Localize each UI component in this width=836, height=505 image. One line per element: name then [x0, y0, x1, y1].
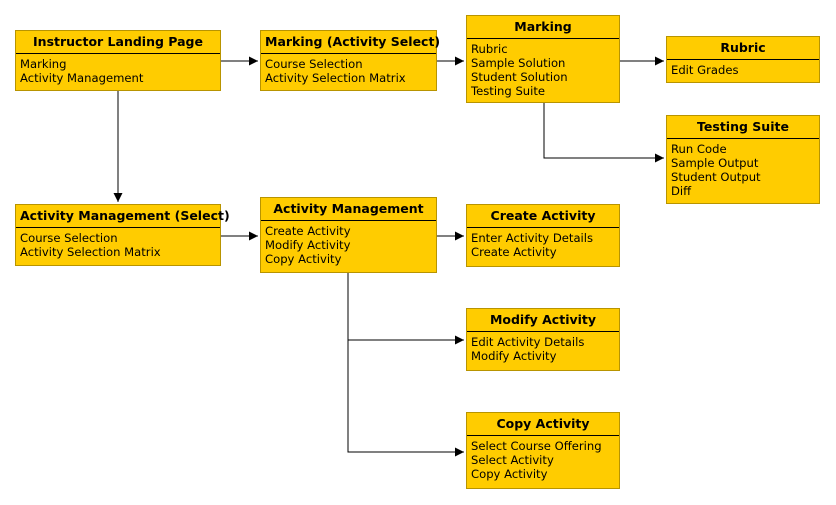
node-item: Activity Management [20, 71, 144, 85]
node-item: Enter Activity Details [471, 231, 594, 245]
node-item: Select Activity [471, 453, 554, 467]
node-title: Instructor Landing Page [16, 31, 220, 54]
node-create-activity: Create Activity Enter Activity Details C… [466, 204, 620, 267]
node-item: Course Selection [265, 57, 363, 71]
node-item: Create Activity [265, 224, 351, 238]
node-marking-activity-select: Marking (Activity Select) Course Selecti… [260, 30, 440, 91]
node-item: Testing Suite [471, 84, 546, 98]
node-item: Student Output [671, 170, 761, 184]
node-marking: Marking Rubric Sample Solution Student S… [466, 15, 620, 103]
node-title: Create Activity [467, 205, 619, 228]
node-title: Modify Activity [467, 309, 619, 332]
node-item: Sample Output [671, 156, 759, 170]
node-item: Sample Solution [471, 56, 566, 70]
node-title: Marking [467, 16, 619, 39]
edge-activity-mgmt-to-modify [347, 273, 464, 345]
node-title: Rubric [667, 37, 819, 60]
node-activity-management: Activity Management Create Activity Modi… [260, 197, 437, 273]
node-title: Activity Management (Select) [16, 205, 230, 228]
node-item: Copy Activity [471, 467, 548, 481]
node-modify-activity: Modify Activity Edit Activity Details Mo… [466, 308, 620, 371]
node-title: Copy Activity [467, 413, 619, 436]
node-item: Copy Activity [265, 252, 342, 266]
node-item: Activity Selection Matrix [265, 71, 406, 85]
node-item: Rubric [471, 42, 508, 56]
node-activity-management-select: Activity Management (Select) Course Sele… [15, 204, 230, 266]
node-rubric: Rubric Edit Grades [666, 36, 820, 83]
node-item: Modify Activity [265, 238, 351, 252]
edge-marking-to-testing-suite [543, 103, 664, 163]
node-item: Edit Grades [671, 63, 739, 77]
node-item: Student Solution [471, 70, 568, 84]
node-item: Edit Activity Details [471, 335, 585, 349]
edge-activity-mgmt-to-copy [347, 340, 464, 457]
node-title: Marking (Activity Select) [261, 31, 440, 54]
node-item: Diff [671, 184, 692, 198]
node-item: Marking [20, 57, 67, 71]
node-item: Activity Selection Matrix [20, 245, 161, 259]
node-item: Run Code [671, 142, 727, 156]
node-item: Create Activity [471, 245, 557, 259]
node-title: Testing Suite [667, 116, 819, 139]
node-item: Select Course Offering [471, 439, 602, 453]
node-title: Activity Management [261, 198, 436, 221]
node-item: Course Selection [20, 231, 118, 245]
node-testing-suite: Testing Suite Run Code Sample Output Stu… [666, 115, 820, 204]
node-item: Modify Activity [471, 349, 557, 363]
node-instructor-landing-page: Instructor Landing Page Marking Activity… [15, 30, 221, 91]
node-copy-activity: Copy Activity Select Course Offering Sel… [466, 412, 620, 489]
